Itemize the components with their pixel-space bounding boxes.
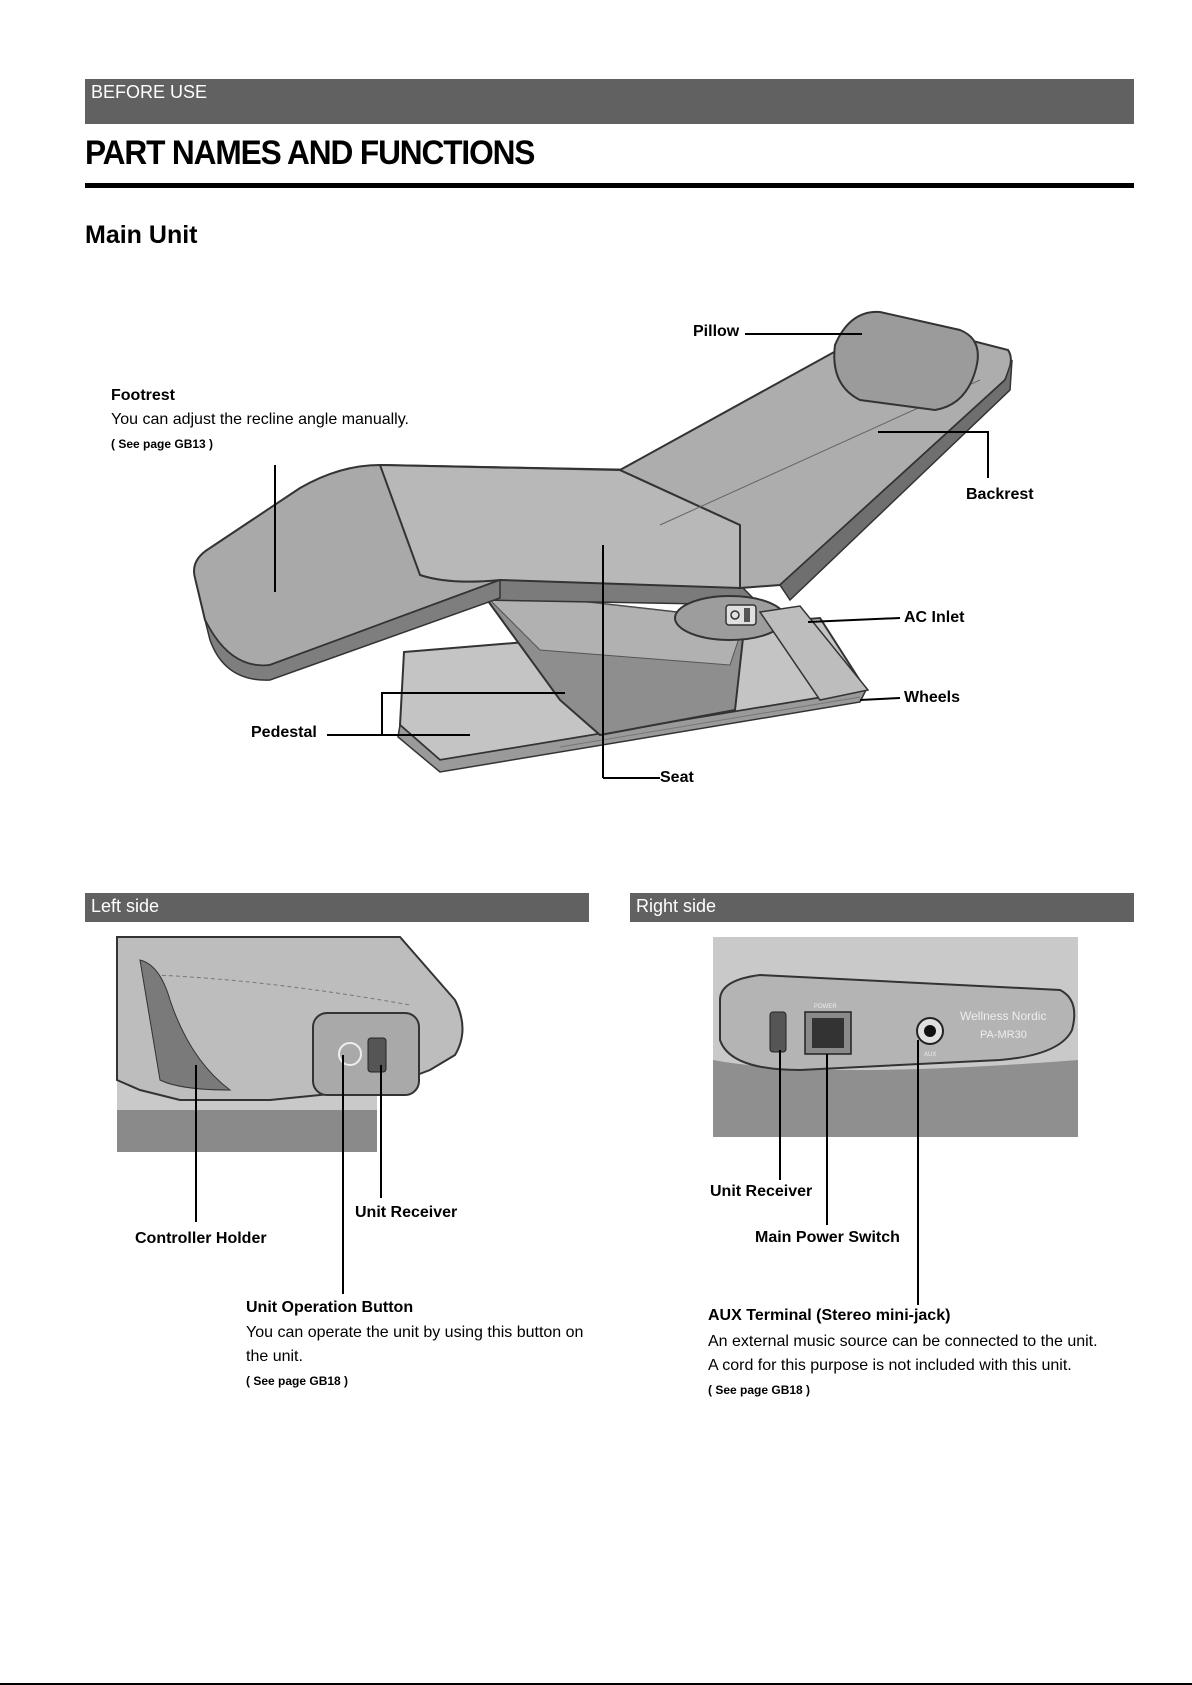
page-bottom-rule [0,1683,1192,1685]
label-pillow: Pillow [693,323,740,340]
label-footrest: Footrest [111,387,175,404]
description-line: A cord for this purpose is not included … [708,1357,1072,1374]
brand-text: Wellness Nordic [960,1009,1046,1023]
footrest-description: You can adjust the recline angle manuall… [111,411,409,428]
page-reference: ( See page GB18 ) [246,1374,349,1388]
aux-label: AUX [924,1052,936,1058]
label-aux-terminal: AUX Terminal (Stereo mini-jack) [708,1307,951,1324]
aux-description: An external music source can be connecte… [708,1330,1138,1402]
band-label: BEFORE USE [91,82,208,102]
power-label: POWER [814,1004,837,1010]
model-text: PA-MR30 [980,1029,1027,1041]
section-band-right-side: Right side [630,893,1134,922]
label-unit-operation-button: Unit Operation Button [246,1299,414,1316]
section-title: Main Unit [85,221,198,249]
page-reference: ( See page GB18 ) [708,1383,811,1397]
section-band-left-side: Left side [85,893,589,922]
footrest-reference: ( See page GB13 ) [111,432,213,456]
label-controller-holder: Controller Holder [135,1230,267,1247]
label-unit-receiver-right: Unit Receiver [710,1183,813,1200]
label-main-power-switch: Main Power Switch [755,1229,900,1246]
band-label: Right side [636,896,717,916]
page-title: PART NAMES AND FUNCTIONS [85,134,535,172]
label-ac-inlet: AC Inlet [904,609,965,626]
main-unit-illustration [193,310,1013,779]
label-unit-receiver-left: Unit Receiver [355,1204,458,1221]
label-wheels: Wheels [904,689,961,706]
description-line: You can operate the unit by using this b… [246,1324,584,1341]
band-label: Left side [91,896,160,916]
section-band-before-use: BEFORE USE [85,79,1134,124]
description-line: An external music source can be connecte… [708,1333,1098,1350]
label-seat: Seat [660,769,694,786]
label-pedestal: Pedestal [251,724,317,741]
description-line: the unit. [246,1348,303,1365]
label-backrest: Backrest [966,486,1034,503]
page-reference: ( See page GB13 ) [111,437,214,451]
title-rule [85,183,1134,188]
operation-button-description: You can operate the unit by using this b… [246,1321,596,1393]
